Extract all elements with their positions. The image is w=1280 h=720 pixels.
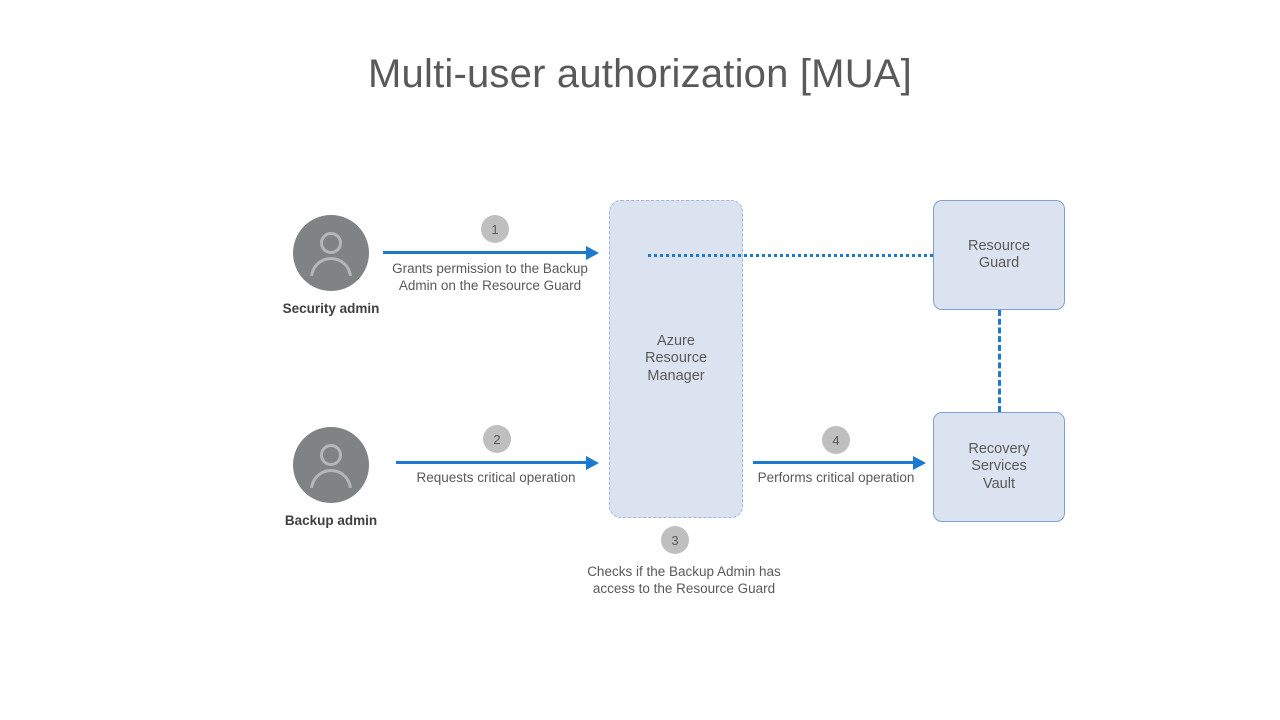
node-resource-guard: Resource Guard (933, 200, 1065, 310)
actor-backup-admin: Backup admin (285, 427, 377, 528)
arrow-step-4 (753, 461, 915, 464)
step-caption-2: Requests critical operation (416, 470, 576, 485)
step-caption-3: Checks if the Backup Admin has access to… (587, 564, 781, 596)
node-label-azure-resource-manager: Azure Resource Manager (644, 332, 708, 384)
avatar-shoulders-icon (310, 257, 352, 276)
actor-label-backup-admin: Backup admin (284, 513, 378, 528)
avatar-head-icon (320, 444, 342, 466)
node-label-recovery-services-vault: Recovery Services Vault (968, 440, 1030, 492)
step-badge-4: 4 (822, 426, 850, 454)
step-badge-1: 1 (481, 215, 509, 243)
arrow-step-2 (396, 461, 588, 464)
step-caption-4: Performs critical operation (757, 470, 915, 485)
arrow-head-step-1 (586, 245, 599, 260)
arrow-step-1 (383, 251, 588, 254)
person-avatar-icon (293, 427, 369, 503)
connector-resource-guard-to-vault (998, 310, 1001, 412)
actor-label-security-admin: Security admin (282, 301, 380, 316)
actor-security-admin: Security admin (283, 215, 379, 316)
connector-arm-to-resource-guard (648, 254, 933, 257)
node-recovery-services-vault: Recovery Services Vault (933, 412, 1065, 522)
arrow-head-step-2 (586, 455, 599, 470)
step-badge-2: 2 (483, 425, 511, 453)
step-badge-3: 3 (661, 526, 689, 554)
node-label-resource-guard: Resource Guard (967, 237, 1031, 272)
avatar-shoulders-icon (310, 469, 352, 488)
person-avatar-icon (293, 215, 369, 291)
node-azure-resource-manager: Azure Resource Manager (609, 200, 743, 518)
step-caption-1: Grants permission to the Backup Admin on… (392, 261, 588, 293)
avatar-head-icon (320, 232, 342, 254)
page-title: Multi-user authorization [MUA] (368, 52, 912, 96)
arrow-head-step-4 (913, 455, 926, 470)
